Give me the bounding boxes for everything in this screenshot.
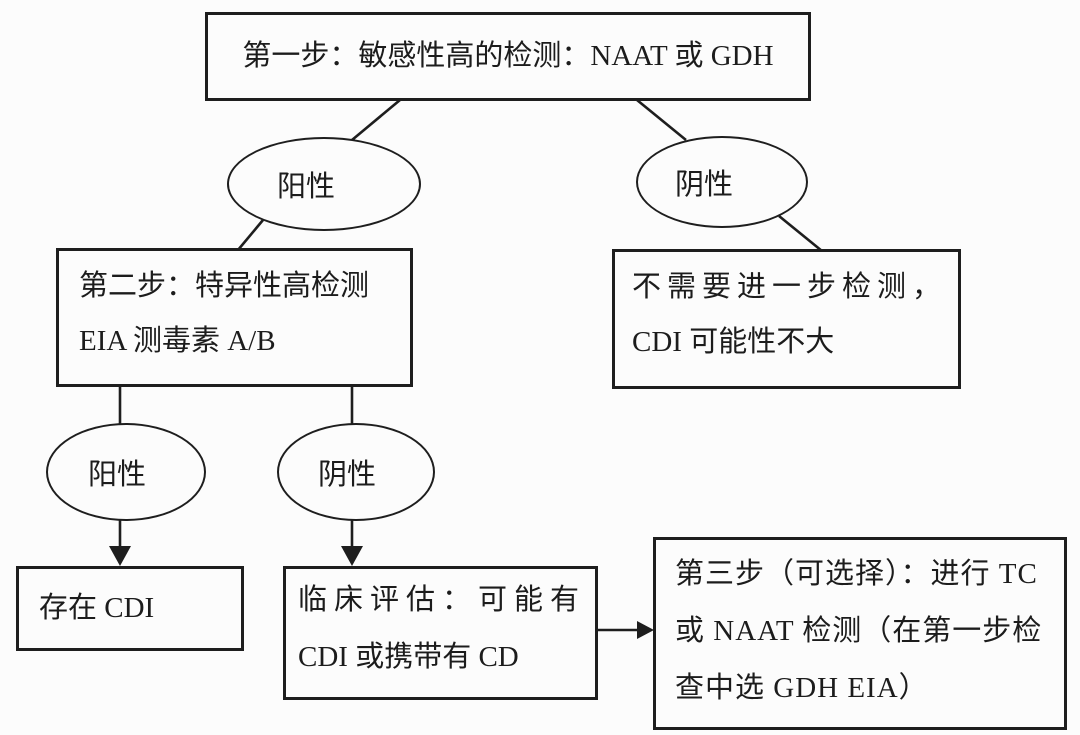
- clinical-assessment-line-2: CDI 或携带有 CD: [298, 641, 519, 673]
- step1-label: 第一步：敏感性高的检测：NAAT 或 GDH: [242, 40, 774, 72]
- positive-ellipse-2-label: 阳性: [87, 459, 146, 491]
- negative-ellipse-2-label: 阴性: [317, 459, 376, 491]
- step1-box: 第一步：敏感性高的检测：NAAT 或 GDH: [205, 12, 811, 101]
- step3-line-3: 查中选 GDH EIA）: [675, 672, 929, 704]
- positive-ellipse-2: 阳性: [46, 423, 206, 521]
- edge-positive1-to-step2: [237, 219, 264, 251]
- positive-ellipse-1-label: 阳性: [276, 171, 335, 203]
- no-further-test-line-2: CDI 可能性不大: [632, 326, 835, 358]
- step3-line-1: 第三步（可选择）：进行 TC: [675, 558, 1038, 590]
- step3-line-2: 或 NAAT 检测（在第一步检: [675, 615, 1043, 647]
- clinical-assessment-box: 临床评估：可能有 CDI 或携带有 CD: [283, 566, 598, 700]
- arrowhead-clinical-to-step3: [637, 621, 654, 639]
- step2-line-2: EIA 测毒素 A/B: [79, 325, 276, 357]
- step2-line-1: 第二步：特异性高检测: [79, 270, 370, 302]
- clinical-assessment-line-1: 临床评估：可能有: [298, 584, 587, 616]
- negative-ellipse-1: 阴性: [636, 136, 808, 228]
- positive-ellipse-1: 阳性: [227, 137, 421, 231]
- no-further-test-line-1: 不需要进一步检测，: [632, 271, 948, 303]
- arrowhead-positive2-to-cdi: [109, 546, 131, 566]
- edge-step1-to-negative1: [636, 98, 687, 142]
- arrowhead-negative2-to-clinical: [341, 546, 363, 566]
- cdi-present-label: 存在 CDI: [39, 592, 155, 624]
- negative-ellipse-2: 阴性: [277, 423, 435, 521]
- cdi-present-box: 存在 CDI: [16, 566, 244, 651]
- negative-ellipse-1-label: 阴性: [674, 169, 733, 201]
- step3-box: 第三步（可选择）：进行 TC 或 NAAT 检测（在第一步检 查中选 GDH E…: [653, 537, 1067, 730]
- edge-negative1-to-no-further: [778, 214, 823, 253]
- no-further-test-box: 不需要进一步检测， CDI 可能性不大: [612, 249, 961, 389]
- step2-box: 第二步：特异性高检测 EIA 测毒素 A/B: [56, 248, 413, 387]
- edge-step1-to-positive1: [351, 99, 401, 141]
